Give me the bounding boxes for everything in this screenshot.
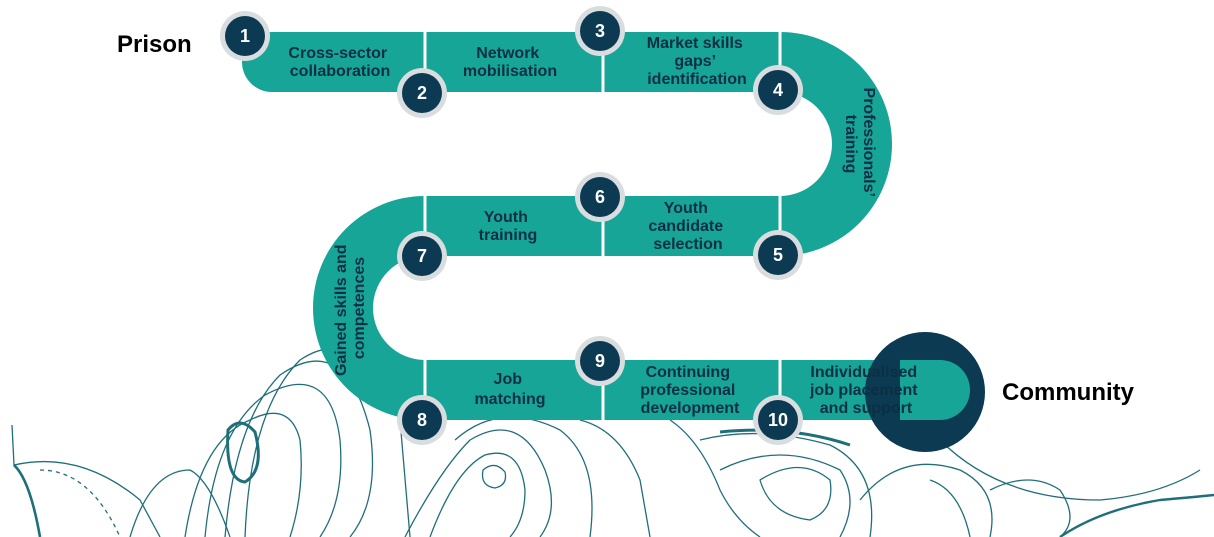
contour-line (404, 429, 553, 537)
step-5-number: 5 (773, 245, 783, 265)
contour-line (929, 479, 971, 537)
contour-line (454, 416, 593, 537)
contour-line (989, 479, 1071, 537)
contour-line (129, 469, 231, 537)
step-10-number: 10 (768, 410, 788, 430)
step-4-badge: 4 (753, 65, 803, 115)
contour-line (429, 452, 526, 537)
step-6-label: Youth training (479, 209, 538, 244)
path-row-1 (242, 32, 780, 92)
step-3-badge: 3 (575, 6, 625, 56)
contour-line (184, 412, 302, 537)
step-6-badge: 6 (575, 172, 625, 222)
path-curve-left (313, 196, 425, 420)
step-5-label: Youth candidate selection (648, 200, 727, 253)
step-badges: 1 2 3 4 5 (220, 6, 803, 445)
step-8-badge: 8 (397, 395, 447, 445)
start-label: Prison (117, 31, 192, 58)
contour-line (39, 469, 121, 537)
step-labels: Cross-sector collaboration Network mobil… (288, 35, 922, 417)
step-3-number: 3 (595, 21, 605, 41)
step-8-number: 8 (417, 410, 427, 430)
step-7-label: Gained skills and competences (333, 240, 368, 376)
path-row-3 (425, 360, 940, 420)
step-10-label: Individualised job placement and support (809, 364, 922, 417)
contour-line (719, 454, 851, 537)
contour-line (204, 383, 342, 537)
contour-line (13, 464, 42, 537)
end-label: Community (1002, 379, 1135, 406)
step-9-badge: 9 (575, 336, 625, 386)
step-5-badge: 5 (753, 230, 803, 280)
step-1-number: 1 (240, 26, 250, 46)
step-9-number: 9 (595, 351, 605, 371)
contour-line (224, 360, 374, 537)
step-1-label: Cross-sector collaboration (288, 45, 391, 80)
path-curve-right (780, 32, 892, 256)
step-8-label: Job matching (474, 371, 545, 408)
contour-line (939, 439, 1201, 501)
contour-line (11, 424, 161, 537)
step-7-number: 7 (417, 246, 427, 266)
step-7-badge: 7 (397, 231, 447, 281)
step-6-number: 6 (595, 187, 605, 207)
step-10-badge: 10 (753, 395, 803, 445)
step-4-number: 4 (773, 80, 783, 100)
step-2-number: 2 (417, 83, 427, 103)
step-2-badge: 2 (397, 68, 447, 118)
step-2-label: Network mobilisation (463, 45, 557, 80)
step-4-label: Professionals’ training (842, 88, 877, 201)
contour-line (669, 419, 761, 537)
contour-line (481, 464, 507, 489)
contour-line (699, 432, 873, 537)
contour-line (579, 419, 651, 537)
topographic-background (11, 347, 1214, 537)
contour-line (759, 467, 832, 521)
contour-line (859, 463, 993, 537)
contour-line (226, 421, 260, 484)
step-1-badge: 1 (220, 11, 270, 61)
step-9-label: Continuing professional development (640, 364, 740, 417)
contour-line (1059, 493, 1214, 537)
step-3-label: Market skills gaps’ identification (647, 35, 748, 88)
community-endpoint-cap (900, 360, 970, 420)
